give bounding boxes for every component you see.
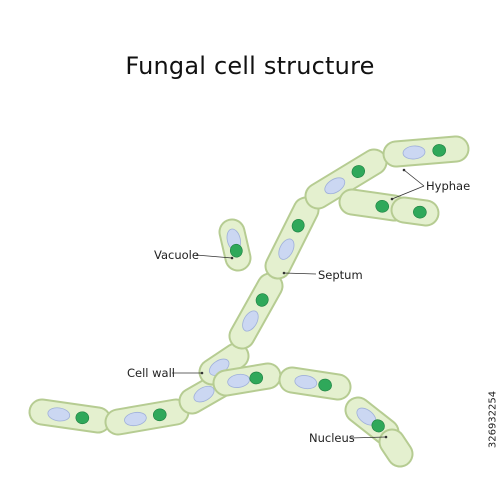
nucleus [229, 243, 243, 258]
hypha-cell-12 [382, 135, 470, 168]
label-cell-wall: Cell wall [127, 366, 175, 380]
nucleus [75, 411, 90, 425]
vacuole [294, 375, 318, 390]
stock-image-id: 326932254 [487, 360, 499, 480]
hypha-cell-6 [278, 366, 352, 401]
hypha-cell-7 [344, 396, 400, 446]
leader-nucleus [349, 436, 387, 439]
nucleus [432, 144, 446, 157]
leader-nucleus-dot [384, 435, 388, 439]
nucleus [249, 371, 264, 385]
label-septum: Septum [318, 268, 363, 282]
hypha-cell-2 [104, 398, 190, 436]
hypha-cell-11 [304, 148, 388, 210]
nucleus [318, 378, 332, 392]
label-vacuole: Vacuole [154, 248, 199, 262]
hypha-cell-10 [264, 196, 320, 280]
vacuole [402, 145, 426, 160]
leader-vacuole-dot [230, 256, 234, 260]
hypha-cell-1 [28, 398, 112, 434]
stock-image-id-text: 326932254 [487, 390, 499, 449]
hypha-cell-8 [378, 428, 414, 468]
leader-septum-dot [282, 271, 286, 275]
nucleus [291, 218, 305, 233]
vacuole [227, 373, 250, 388]
hypha-cell-9 [228, 272, 284, 350]
label-nucleus: Nucleus [309, 431, 355, 445]
nucleus [371, 419, 385, 433]
hypha-cell-14 [338, 188, 408, 222]
nucleus [152, 408, 167, 422]
leader-hyphae-2 [391, 185, 425, 200]
nucleus [413, 205, 427, 219]
leader-hyphae [403, 169, 425, 187]
vacuole [324, 177, 346, 195]
cytoplasm [380, 430, 412, 466]
leader-hyphae-dot [402, 168, 406, 172]
hypha-cell-15 [390, 196, 440, 227]
vacuole [47, 407, 71, 422]
vacuole [278, 238, 295, 260]
label-hyphae: Hyphae [426, 179, 471, 193]
vacuole [193, 385, 215, 403]
hypha-cell-5 [212, 362, 282, 397]
hypha-cell-13 [218, 218, 252, 272]
vacuole [124, 411, 147, 427]
nucleus [351, 165, 365, 178]
diagram-title: Fungal cell structure [125, 52, 375, 80]
leader-hyphae-2-dot [390, 197, 394, 201]
hyphae-cells [28, 135, 470, 468]
nucleus [375, 200, 390, 213]
nucleus [255, 293, 269, 307]
leader-septum [283, 272, 317, 275]
label-leaders [172, 168, 425, 439]
vacuole [242, 310, 259, 332]
leader-vacuole [195, 254, 233, 259]
leader-cell-wall-dot [200, 371, 204, 375]
